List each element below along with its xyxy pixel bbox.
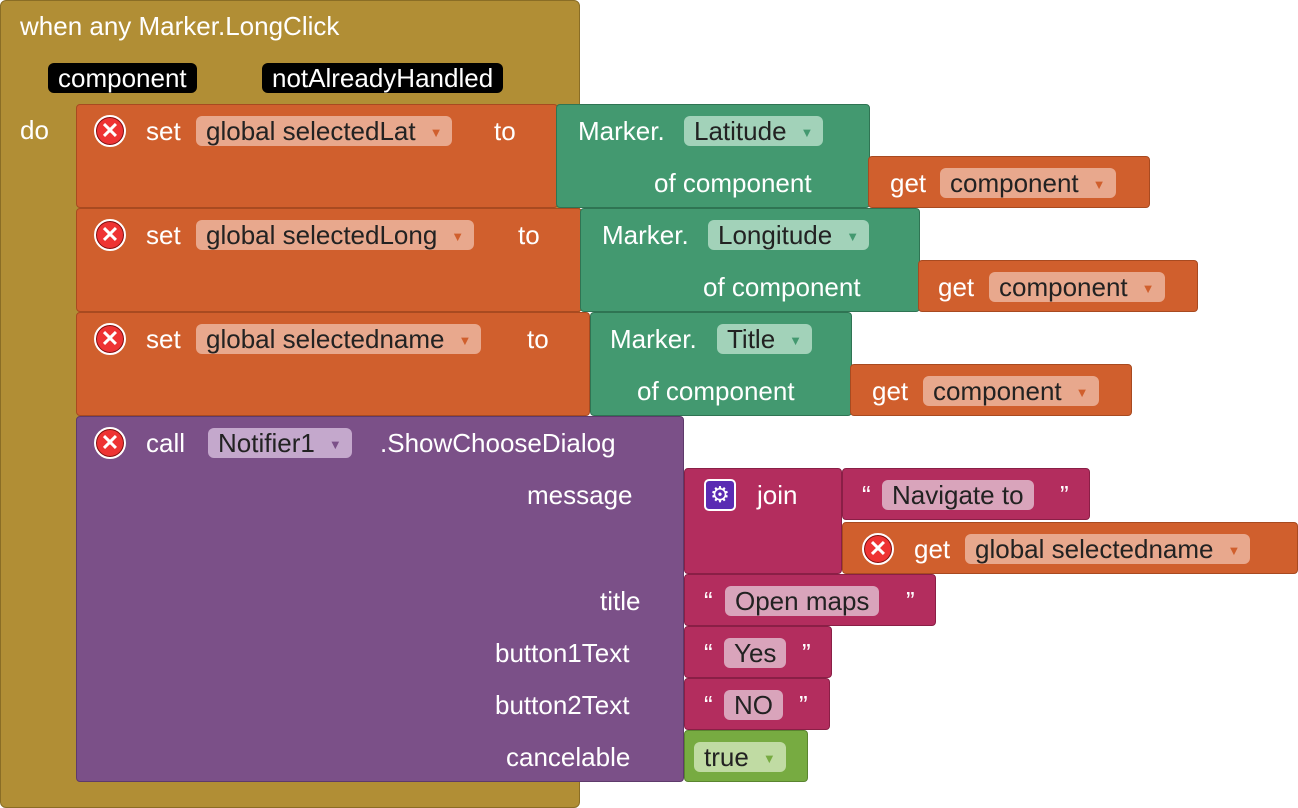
property-dropdown-title[interactable]: Title▼ xyxy=(717,324,813,354)
marker-label: Marker. xyxy=(610,324,697,354)
event-title: when any Marker.LongClick xyxy=(20,11,340,41)
variable-dropdown-selected-long[interactable]: global selectedLong▼ xyxy=(196,220,475,250)
quote-open: “ xyxy=(862,480,871,510)
text-field-navigate-to[interactable]: Navigate to xyxy=(882,480,1034,510)
property-dropdown-latitude[interactable]: Latitude▼ xyxy=(684,116,824,146)
to-label: to xyxy=(518,220,540,250)
get-label: get xyxy=(890,168,927,198)
quote-close: ” xyxy=(1060,480,1069,510)
cancelable-label: cancelable xyxy=(506,742,631,772)
quote-close: ” xyxy=(906,586,915,616)
button2-label: button2Text xyxy=(495,690,630,720)
chevron-down-icon: ▼ xyxy=(458,333,472,349)
text-field-open-maps[interactable]: Open maps xyxy=(725,586,880,616)
get-dropdown-component[interactable]: component▼ xyxy=(940,168,1116,198)
logic-dropdown-true[interactable]: true▼ xyxy=(694,742,786,772)
call-label: call xyxy=(146,428,186,458)
error-icon[interactable]: ✕ xyxy=(94,115,126,147)
title-label: title xyxy=(600,586,641,616)
chevron-down-icon: ▼ xyxy=(1227,543,1241,559)
error-icon[interactable]: ✕ xyxy=(862,533,894,565)
set-label: set xyxy=(146,116,181,146)
quote-open: “ xyxy=(704,586,713,616)
set-label: set xyxy=(146,324,181,354)
button1-label: button1Text xyxy=(495,638,630,668)
get-label: get xyxy=(938,272,975,302)
quote-close: ” xyxy=(799,690,808,720)
marker-label: Marker. xyxy=(578,116,665,146)
chevron-down-icon: ▼ xyxy=(1141,281,1155,297)
call-show-choose-dialog-block[interactable] xyxy=(76,416,684,782)
text-field-no[interactable]: NO xyxy=(724,690,783,720)
get-label: get xyxy=(872,376,909,406)
param-component[interactable]: component xyxy=(48,63,197,93)
gear-icon[interactable]: ⚙ xyxy=(704,479,736,511)
chevron-down-icon: ▼ xyxy=(429,125,443,141)
error-icon[interactable]: ✕ xyxy=(94,427,126,459)
message-label: message xyxy=(527,480,633,510)
quote-close: ” xyxy=(802,638,811,668)
component-dropdown-notifier1[interactable]: Notifier1▼ xyxy=(208,428,352,458)
method-label: .ShowChooseDialog xyxy=(380,428,616,458)
variable-dropdown-selected-name[interactable]: global selectedname▼ xyxy=(196,324,482,354)
chevron-down-icon: ▼ xyxy=(451,229,465,245)
to-label: to xyxy=(527,324,549,354)
error-icon[interactable]: ✕ xyxy=(94,323,126,355)
of-component-label: of component xyxy=(637,376,795,406)
do-label: do xyxy=(20,115,49,145)
error-icon[interactable]: ✕ xyxy=(94,219,126,251)
param-not-already-handled[interactable]: notAlreadyHandled xyxy=(262,63,504,93)
chevron-down-icon: ▼ xyxy=(800,125,814,141)
marker-label: Marker. xyxy=(602,220,689,250)
property-dropdown-longitude[interactable]: Longitude▼ xyxy=(708,220,870,250)
chevron-down-icon: ▼ xyxy=(1092,177,1106,193)
of-component-label: of component xyxy=(654,168,812,198)
to-label: to xyxy=(494,116,516,146)
text-field-yes[interactable]: Yes xyxy=(724,638,787,668)
get-label: get xyxy=(914,534,951,564)
get-dropdown-component[interactable]: component▼ xyxy=(989,272,1165,302)
get-dropdown-global-selectedname[interactable]: global selectedname▼ xyxy=(965,534,1251,564)
get-dropdown-component[interactable]: component▼ xyxy=(923,376,1099,406)
chevron-down-icon: ▼ xyxy=(789,333,803,349)
set-label: set xyxy=(146,220,181,250)
of-component-label: of component xyxy=(703,272,861,302)
chevron-down-icon: ▼ xyxy=(328,437,342,453)
quote-open: “ xyxy=(704,638,713,668)
chevron-down-icon: ▼ xyxy=(1075,385,1089,401)
quote-open: “ xyxy=(704,690,713,720)
join-label: join xyxy=(757,480,798,510)
chevron-down-icon: ▼ xyxy=(762,751,776,767)
variable-dropdown-selected-lat[interactable]: global selectedLat▼ xyxy=(196,116,453,146)
chevron-down-icon: ▼ xyxy=(846,229,860,245)
